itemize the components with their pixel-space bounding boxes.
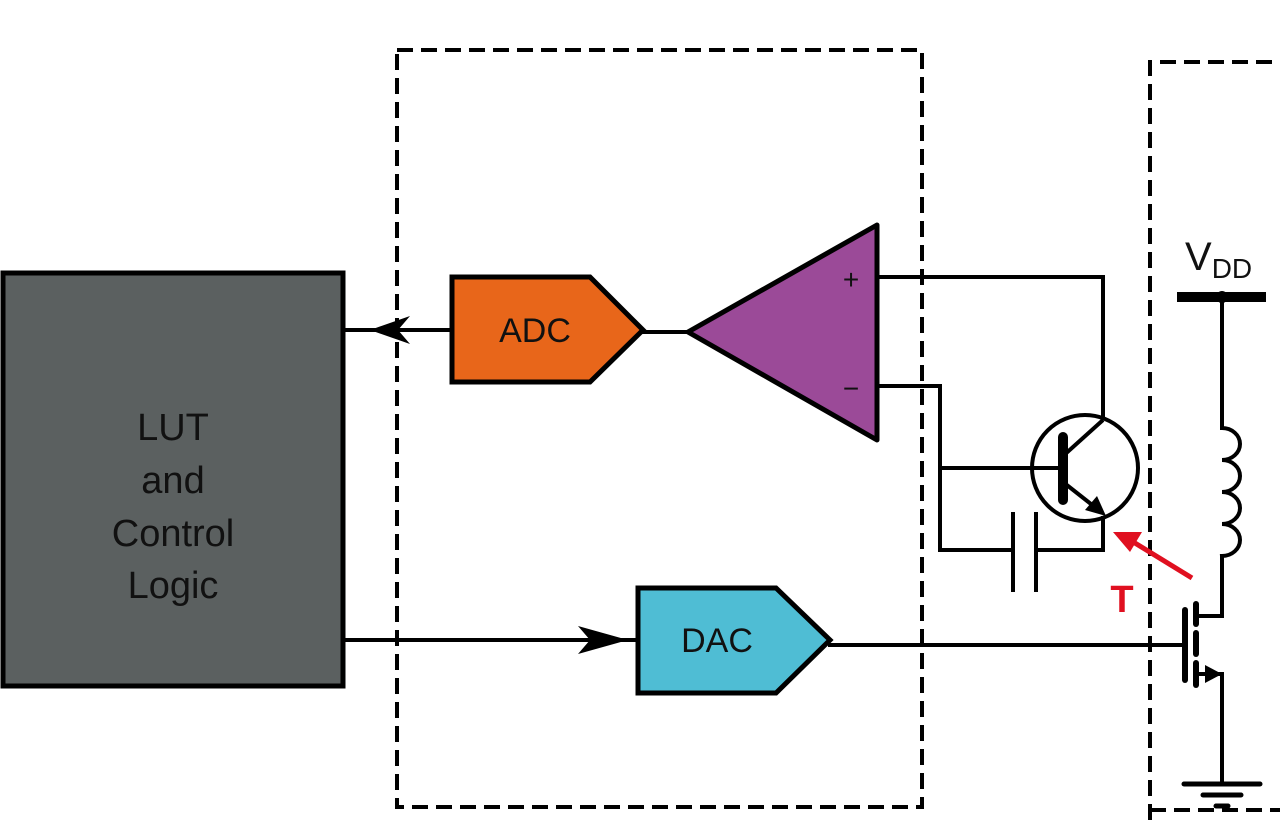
adc-to-lut-arrow-icon bbox=[370, 316, 410, 344]
inductor-to-drain-wire bbox=[1196, 556, 1224, 618]
converter-boundary-box bbox=[395, 48, 924, 809]
power-stage-boundary-box bbox=[1148, 60, 1280, 820]
lut-label-line-2: and bbox=[141, 460, 204, 502]
amp-minus-input-label: − bbox=[843, 373, 859, 404]
lut-label-line-1: LUT bbox=[137, 407, 209, 449]
amp-plus-to-collector-wire bbox=[875, 275, 1105, 420]
adc-label: ADC bbox=[499, 312, 571, 350]
amp-plus-input-label: + bbox=[843, 264, 859, 295]
temperature-sense-arrow-icon bbox=[1113, 532, 1194, 581]
ground-icon bbox=[1181, 781, 1263, 809]
dac-block bbox=[635, 585, 834, 696]
inductor-icon bbox=[1219, 426, 1242, 559]
dac-label: DAC bbox=[681, 622, 753, 660]
bjt-transistor-icon bbox=[1030, 413, 1140, 523]
mosfet-transistor-icon bbox=[1182, 601, 1222, 688]
differential-amplifier bbox=[685, 222, 880, 443]
temperature-label: T bbox=[1110, 579, 1133, 621]
capacitor-to-emitter-wire bbox=[1034, 516, 1105, 552]
vdd-label: VDD bbox=[1185, 235, 1252, 284]
capacitor-icon bbox=[1011, 512, 1038, 592]
lut-label-line-3: Control bbox=[112, 513, 235, 555]
lut-to-dac-arrow-icon bbox=[578, 626, 628, 654]
adc-block bbox=[449, 274, 647, 385]
lut-control-logic-block bbox=[0, 270, 346, 689]
lut-label-line-4: Logic bbox=[128, 565, 219, 607]
